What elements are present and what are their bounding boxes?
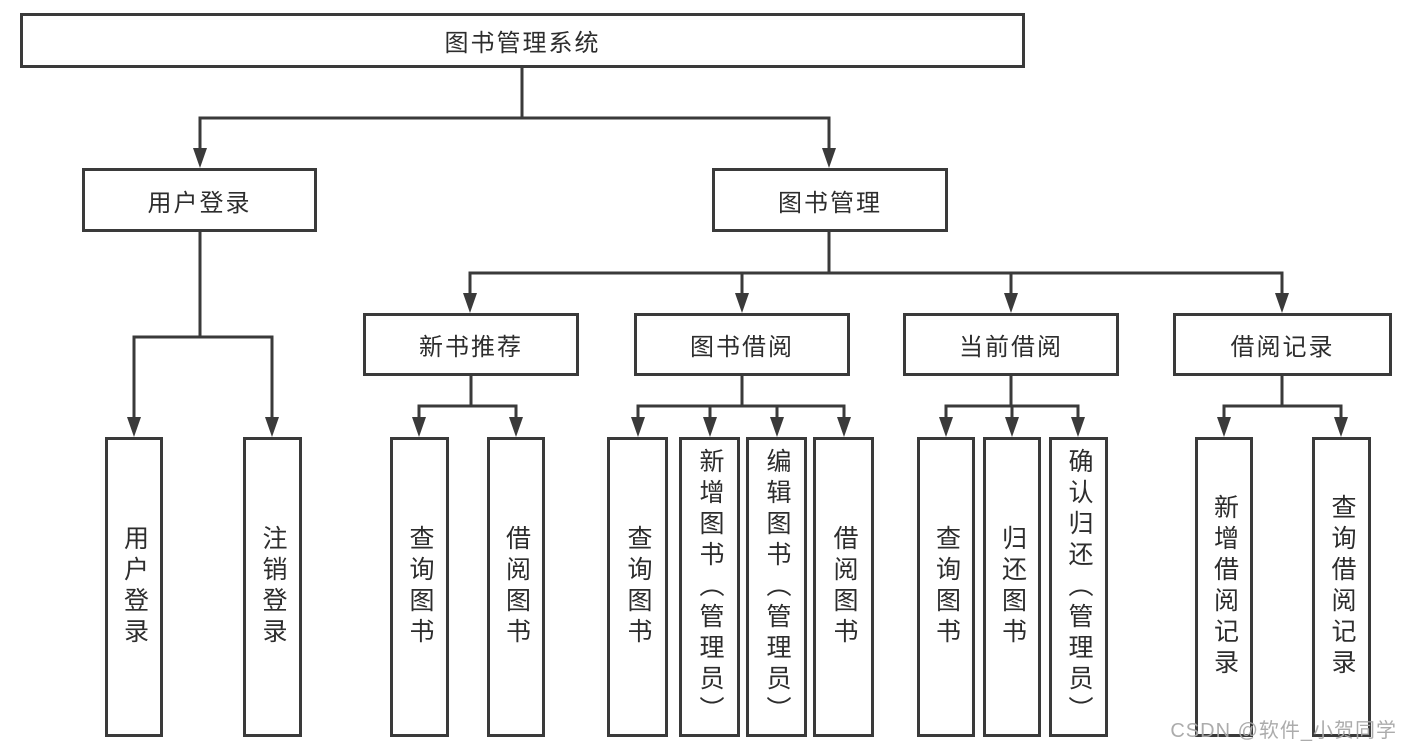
node-book-borrow-label: 图书借阅 xyxy=(690,334,794,361)
leaf-borrow-books: 借阅图书 xyxy=(813,437,874,737)
leaf-confirm-return-admin: 确认归还（管理员） xyxy=(1049,437,1108,737)
node-new-book-recommend-label: 新书推荐 xyxy=(419,334,523,361)
node-root-system-label: 图书管理系统 xyxy=(444,30,601,57)
leaf-query-borrow-record: 查询借阅记录 xyxy=(1312,437,1371,737)
leaf-return-books: 归还图书 xyxy=(983,437,1041,737)
node-book-management-label: 图书管理 xyxy=(778,189,882,217)
node-borrow-records: 借阅记录 xyxy=(1173,313,1392,376)
node-user-login-label: 用户登录 xyxy=(147,189,252,217)
leaf-add-books-admin-label: 新增图书（管理员） xyxy=(696,447,724,727)
node-root-system: 图书管理系统 xyxy=(20,13,1025,68)
node-new-book-recommend: 新书推荐 xyxy=(363,313,579,376)
node-borrow-records-label: 借阅记录 xyxy=(1230,334,1335,361)
connector-book-borrow-branch xyxy=(631,376,851,437)
leaf-query-borrow-record-label: 查询借阅记录 xyxy=(1328,494,1356,680)
leaf-borrow-books-label: 借阅图书 xyxy=(830,525,858,649)
node-current-borrow: 当前借阅 xyxy=(903,313,1119,376)
leaf-query-books-recommend-label: 查询图书 xyxy=(406,525,434,649)
connector-current-borrow-branch xyxy=(939,376,1085,437)
csdn-watermark: CSDN @软件_小贺同学 xyxy=(1170,720,1397,742)
leaf-confirm-return-admin-label: 确认归还（管理员） xyxy=(1065,447,1093,727)
leaf-edit-books-admin-label: 编辑图书（管理员） xyxy=(763,447,791,727)
leaf-logout: 注销登录 xyxy=(243,437,302,737)
leaf-query-books-current-label: 查询图书 xyxy=(932,525,961,649)
leaf-add-borrow-record: 新增借阅记录 xyxy=(1195,437,1253,737)
leaf-return-books-label: 归还图书 xyxy=(998,525,1027,649)
node-current-borrow-label: 当前借阅 xyxy=(959,334,1063,361)
leaf-borrow-books-recommend-label: 借阅图书 xyxy=(502,525,531,649)
connector-user-login-branch xyxy=(127,232,279,437)
leaf-query-books-borrow: 查询图书 xyxy=(607,437,668,737)
leaf-query-books-current: 查询图书 xyxy=(917,437,975,737)
leaf-edit-books-admin: 编辑图书（管理员） xyxy=(746,437,807,737)
connector-book-management-branch xyxy=(463,232,1289,313)
leaf-query-books-recommend: 查询图书 xyxy=(390,437,449,737)
connector-new-book-branch xyxy=(412,376,523,437)
leaf-user-login-label: 用户登录 xyxy=(120,525,149,649)
leaf-borrow-books-recommend: 借阅图书 xyxy=(487,437,545,737)
node-user-login: 用户登录 xyxy=(82,168,317,232)
leaf-add-books-admin: 新增图书（管理员） xyxy=(679,437,740,737)
node-book-management: 图书管理 xyxy=(712,168,948,232)
connector-root-to-level1 xyxy=(193,68,836,168)
node-book-borrow: 图书借阅 xyxy=(634,313,850,376)
leaf-logout-label: 注销登录 xyxy=(259,525,287,649)
leaf-add-borrow-record-label: 新增借阅记录 xyxy=(1210,494,1239,680)
leaf-query-books-borrow-label: 查询图书 xyxy=(624,525,652,649)
leaf-user-login: 用户登录 xyxy=(105,437,163,737)
connector-borrow-records-branch xyxy=(1217,376,1348,437)
